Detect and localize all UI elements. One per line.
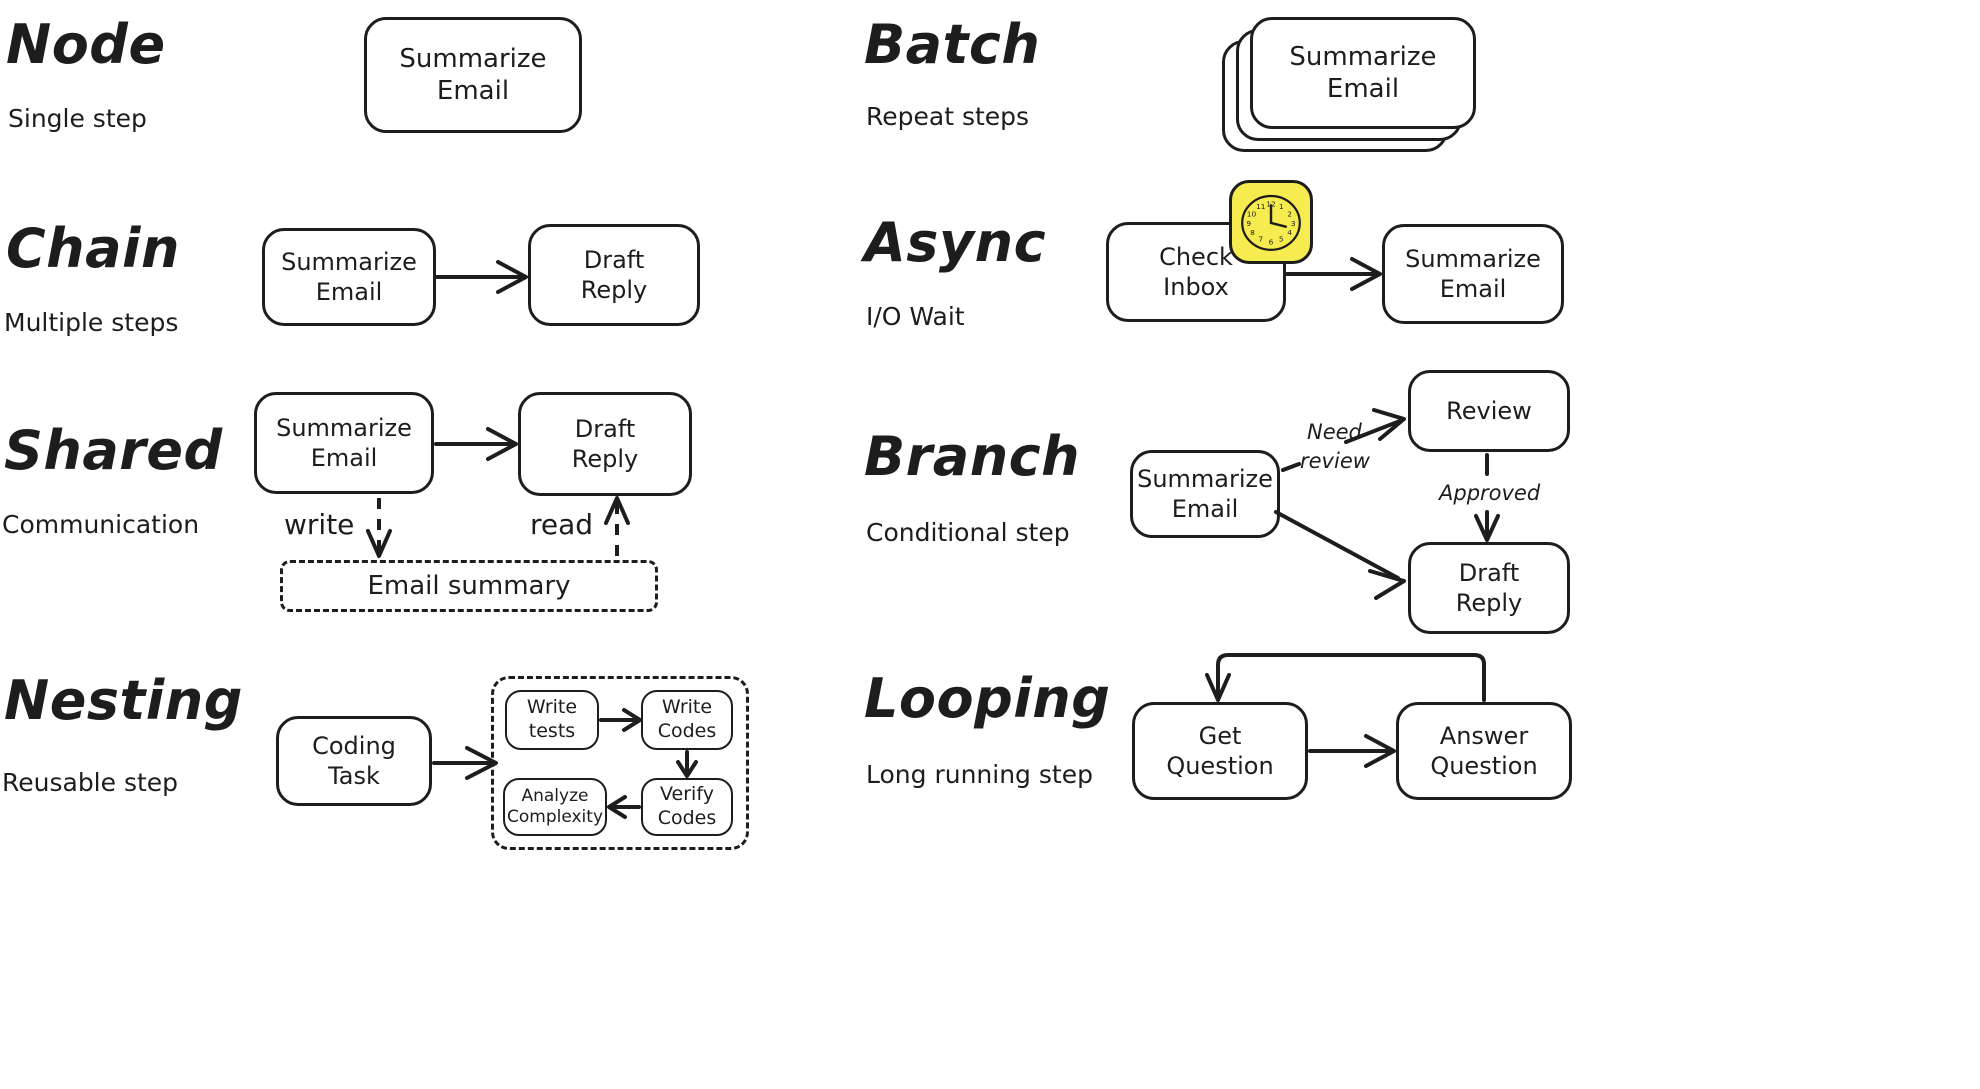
- svg-text:1: 1: [1279, 202, 1284, 211]
- batch-node-summarize-email[interactable]: Summarize Email: [1250, 17, 1476, 129]
- section-title-node: Node: [6, 13, 166, 76]
- nesting-node-coding-task[interactable]: Coding Task: [276, 716, 432, 806]
- edge-branch-direct-to-draft: [1274, 510, 1406, 600]
- edge-looping-get-to-answer: [1308, 734, 1396, 768]
- branch-node-summarize-email[interactable]: Summarize Email: [1130, 450, 1280, 538]
- node-summarize-email[interactable]: Summarize Email: [364, 17, 582, 133]
- section-subtitle-looping: Long running step: [866, 760, 1093, 789]
- shared-store-email-summary[interactable]: Email summary: [280, 560, 658, 612]
- looping-node-answer-question[interactable]: Answer Question: [1396, 702, 1572, 800]
- svg-text:8: 8: [1250, 228, 1255, 237]
- edge-nesting-verify-to-analyze: [607, 795, 641, 819]
- edge-nesting-task-to-subflow: [432, 746, 498, 780]
- nesting-node-write-tests[interactable]: Write tests: [505, 690, 599, 750]
- edge-shared-summarize-to-draft: [434, 427, 518, 461]
- branch-node-review[interactable]: Review: [1408, 370, 1570, 452]
- svg-text:3: 3: [1291, 219, 1296, 228]
- branch-node-draft-reply[interactable]: Draft Reply: [1408, 542, 1570, 634]
- shared-node-draft-reply[interactable]: Draft Reply: [518, 392, 692, 496]
- edge-looping-answer-back-to-get: [1205, 653, 1486, 702]
- edge-label-approved: Approved: [1439, 481, 1541, 505]
- svg-text:7: 7: [1258, 235, 1263, 244]
- svg-text:11: 11: [1256, 202, 1266, 211]
- section-subtitle-branch: Conditional step: [866, 518, 1070, 547]
- edge-nesting-write-codes-to-verify-codes: [676, 750, 698, 778]
- section-title-batch: Batch: [864, 13, 1041, 76]
- svg-text:9: 9: [1246, 219, 1251, 228]
- edge-label-write: write: [284, 508, 355, 541]
- clock-icon: 12 1 2 3 4 5 6 7 8 9 10 11: [1229, 180, 1313, 264]
- edge-label-review: review: [1300, 449, 1370, 473]
- edge-shared-read: [604, 496, 630, 556]
- svg-text:6: 6: [1269, 237, 1274, 246]
- svg-text:4: 4: [1287, 228, 1292, 237]
- svg-text:2: 2: [1287, 210, 1292, 219]
- edge-branch-need-review: [1281, 408, 1406, 472]
- svg-text:10: 10: [1247, 210, 1257, 219]
- section-subtitle-nesting: Reusable step: [2, 768, 179, 797]
- edge-label-read: read: [530, 508, 594, 541]
- section-title-branch: Branch: [864, 425, 1081, 488]
- async-node-check-inbox[interactable]: Check Inbox: [1106, 222, 1286, 322]
- nesting-node-verify-codes[interactable]: Verify Codes: [641, 778, 733, 836]
- chain-node-draft-reply[interactable]: Draft Reply: [528, 224, 700, 326]
- edge-shared-write: [366, 498, 392, 558]
- svg-text:12: 12: [1266, 199, 1275, 208]
- looping-node-get-question[interactable]: Get Question: [1132, 702, 1308, 800]
- section-title-async: Async: [864, 211, 1047, 274]
- edge-chain-summarize-to-draft: [435, 260, 528, 294]
- section-subtitle-chain: Multiple steps: [4, 308, 179, 337]
- nesting-node-analyze-complexity[interactable]: Analyze Complexity: [503, 778, 607, 836]
- edge-async-check-to-summarize: [1285, 257, 1382, 291]
- section-subtitle-shared: Communication: [2, 510, 200, 539]
- section-subtitle-node: Single step: [8, 104, 147, 133]
- svg-text:5: 5: [1279, 235, 1284, 244]
- shared-node-summarize-email[interactable]: Summarize Email: [254, 392, 434, 494]
- section-title-nesting: Nesting: [4, 669, 243, 732]
- edge-nesting-write-tests-to-write-codes: [599, 708, 642, 732]
- section-title-looping: Looping: [864, 667, 1111, 730]
- section-subtitle-batch: Repeat steps: [866, 102, 1030, 131]
- edge-branch-approved: [1474, 453, 1500, 542]
- nesting-node-write-codes[interactable]: Write Codes: [641, 690, 733, 750]
- chain-node-summarize-email[interactable]: Summarize Email: [262, 228, 436, 326]
- section-subtitle-async: I/O Wait: [866, 302, 965, 331]
- async-node-summarize-email[interactable]: Summarize Email: [1382, 224, 1564, 324]
- section-title-chain: Chain: [6, 217, 180, 280]
- section-title-shared: Shared: [4, 419, 223, 482]
